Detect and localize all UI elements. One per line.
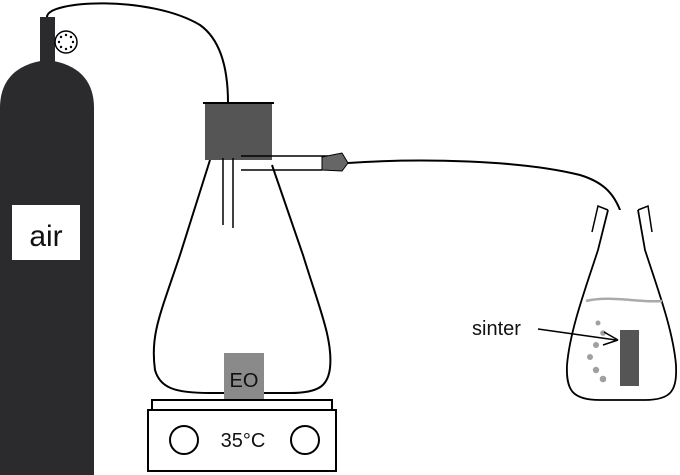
sinter-pointer-line [537,328,617,341]
hotplate-knob-right [290,425,320,455]
air-supply-tube [46,2,229,104]
sinter-label: sinter [472,318,521,340]
side-arm [241,155,328,171]
hotplate-knob-left [169,425,199,455]
temperature-label: 35°C [221,430,266,452]
cylinder-body [0,60,94,475]
hotplate-top [151,399,333,411]
liquid-container [224,353,264,403]
water-line [585,297,663,303]
side-arm-connector [321,152,349,172]
air-cylinder: air [0,17,94,475]
large-flask: EO [152,102,349,403]
small-flask-lip-left [591,204,609,233]
cylinder-label-box [12,205,80,260]
small-flask-body [566,209,677,401]
stopper [205,103,272,160]
cylinder-label: air [29,220,62,253]
large-flask-body [152,159,332,394]
small-flask-lip-right [637,204,653,233]
cylinder-valve [40,17,55,67]
hotplate: 35°C [147,399,337,472]
liquid-label: EO [230,370,259,392]
sinter-pointer-arrowhead [602,331,619,346]
sinter [620,330,639,386]
small-flask: sinter [472,204,677,401]
pressure-gauge-icon [54,30,78,54]
